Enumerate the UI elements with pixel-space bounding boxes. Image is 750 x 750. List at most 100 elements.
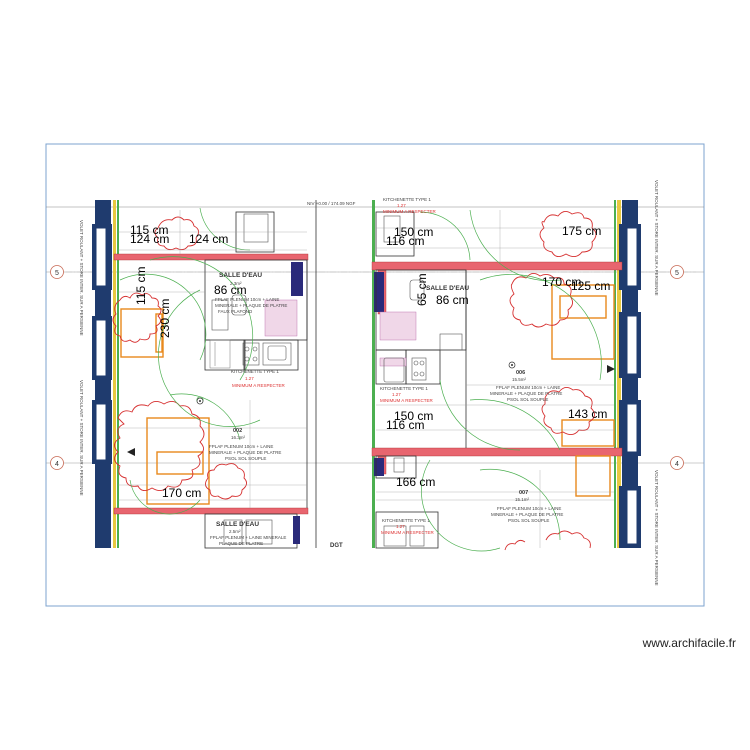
svg-text:FPLAF PLENUM 10cm + LAINE: FPLAF PLENUM 10cm + LAINE (215, 297, 279, 302)
right-shaft-2 (374, 458, 384, 476)
svg-text:1.27: 1.27 (396, 524, 405, 529)
svg-text:15.1m²: 15.1m² (515, 497, 530, 502)
left-studio-002: 002 16.3m² FPLAF PLENUM 10cm + LAINE MIN… (209, 428, 281, 461)
left-wall-bottom (113, 507, 309, 515)
right-grid (376, 210, 614, 548)
svg-text:15.5m²: 15.5m² (512, 377, 527, 382)
axis-marker-5-left: 5 (50, 265, 64, 279)
svg-text:PLAQUE DE PLATRE: PLAQUE DE PLATRE (219, 541, 263, 546)
axis-marker-5-right: 5 (670, 265, 684, 279)
dim-170-left: 170 cm (162, 486, 201, 500)
svg-text:MINIMUM A RESPECTER: MINIMUM A RESPECTER (232, 383, 286, 388)
right-green-strip-2 (614, 200, 616, 548)
svg-text:PSOL SOL SOUPLE: PSOL SOL SOUPLE (508, 518, 549, 523)
svg-text:MINERALE + PLAQUE DE PLATRE: MINERALE + PLAQUE DE PLATRE (490, 391, 562, 396)
dim-125: 125 cm (571, 279, 610, 293)
right-arrow (607, 365, 615, 373)
svg-text:16.3m²: 16.3m² (231, 435, 246, 440)
svg-text:1.27: 1.27 (392, 392, 401, 397)
right-partitions (375, 211, 467, 549)
room-title: SALLE D'EAU (219, 272, 262, 279)
level-label: NIV +0.00 / 174.09 NGF (307, 201, 356, 206)
left-shaft-2 (293, 516, 300, 544)
axis-marker-4-left: 4 (50, 456, 64, 470)
left-shaft (291, 262, 303, 296)
svg-text:1.27: 1.27 (397, 203, 406, 208)
left-partitions (204, 200, 317, 549)
left-arrow (127, 448, 135, 456)
svg-text:PSOL SOL SOUPLE: PSOL SOL SOUPLE (507, 397, 548, 402)
dgt-label: DGT (330, 543, 343, 549)
left-salle-eau-2: SALLE D'EAU 2.5m² FPLAF PLENUM + LAINE M… (210, 521, 286, 546)
dim-116-top: 116 cm (386, 234, 424, 248)
dim-143: 143 cm (568, 407, 607, 421)
facade-note-left-2: VOLET ROULANT + STORE INTER. SUR A PERSI… (79, 380, 84, 496)
axis-marker-4-right: 4 (670, 456, 684, 470)
facade-note-left-1: VOLET ROULANT + STORE INTER. SUR A PERSI… (79, 220, 84, 336)
svg-text:5: 5 (675, 270, 679, 277)
left-yellow-strip (113, 200, 116, 548)
facade-note-right-1: VOLET ROULANT + STORE INTER. SUR A PERSI… (654, 180, 659, 296)
left-green-arcs (119, 207, 261, 515)
right-furniture (551, 284, 615, 497)
left-furniture (120, 308, 210, 505)
left-grid (118, 210, 307, 508)
svg-text:MINIMUM A RESPECTER: MINIMUM A RESPECTER (383, 209, 437, 214)
svg-text:FPLAF PLENUM 10cm + LAINE: FPLAF PLENUM 10cm + LAINE (209, 444, 273, 449)
svg-text:FAUX PLAFOND: FAUX PLAFOND (218, 309, 253, 314)
dim-175: 175 cm (562, 224, 601, 238)
svg-text:PSOL SOL SOUPLE: PSOL SOL SOUPLE (225, 456, 266, 461)
svg-text:007: 007 (519, 490, 528, 496)
left-hatch (264, 299, 298, 337)
right-revision-clouds (504, 211, 597, 551)
dim-230-vert: 230 cm (158, 299, 172, 338)
svg-text:KITCHENETTE TYPE 1: KITCHENETTE TYPE 1 (383, 197, 431, 202)
right-wall-mid (371, 447, 623, 457)
svg-text:MINERALE + PLAQUE DE PLATRE: MINERALE + PLAQUE DE PLATRE (215, 303, 287, 308)
right-facade (619, 200, 641, 548)
svg-text:SALLE D'EAU: SALLE D'EAU (426, 285, 469, 292)
right-hatch (379, 311, 417, 341)
watermark: www.archifacile.fr (642, 636, 736, 650)
dim-86-right: 86 cm (436, 293, 469, 307)
svg-text:1.27: 1.27 (245, 376, 254, 381)
left-salle-eau-1: SALLE D'EAU 2.3m² FPLAF PLENUM 10cm + LA… (215, 272, 287, 314)
svg-text:006: 006 (516, 370, 525, 376)
svg-text:KITCHENETTE TYPE 1: KITCHENETTE TYPE 1 (382, 518, 430, 523)
svg-text:5: 5 (55, 270, 59, 277)
dim-124-a: 124 cm (130, 232, 169, 246)
svg-text:MINIMUM A RESPECTER: MINIMUM A RESPECTER (380, 398, 434, 403)
dim-150-top: 150 cm (394, 225, 433, 239)
room-area: 2.3m² (230, 281, 242, 286)
right-wall-top (371, 261, 623, 271)
left-facade (92, 200, 112, 548)
dim-86-left: 86 cm (214, 283, 247, 297)
svg-text:4: 4 (55, 461, 59, 468)
left-green-strip (117, 200, 119, 548)
right-green-arcs (419, 209, 602, 552)
left-upper-tiny-plan-marks (209, 339, 231, 369)
dim-124-b: 124 cm (189, 232, 228, 246)
svg-text:FPLAF PLENUM 10cm + LAINE: FPLAF PLENUM 10cm + LAINE (497, 506, 561, 511)
svg-text:002: 002 (233, 428, 242, 434)
dim-170-right: 170 cm (542, 275, 581, 289)
svg-text:FPLAF PLENUM 10cm + LAINE: FPLAF PLENUM 10cm + LAINE (496, 385, 560, 390)
right-kitchen-top: KITCHENETTE TYPE 1 1.27 MINIMUM A RESPEC… (383, 197, 437, 214)
svg-text:SALLE D'EAU: SALLE D'EAU (216, 521, 259, 528)
right-green-strip-1 (372, 200, 375, 548)
svg-text:4: 4 (675, 461, 679, 468)
dim-150-mid: 150 cm (394, 409, 433, 423)
svg-text:MINERALE + PLAQUE DE PLATRE: MINERALE + PLAQUE DE PLATRE (209, 450, 281, 455)
left-wall-top (113, 253, 309, 261)
right-studio-007: 007 15.1m² FPLAF PLENUM 10cm + LAINE MIN… (491, 490, 563, 523)
dim-115-top: 115 cm (130, 223, 168, 237)
svg-text:KITCHENETTE TYPE 1: KITCHENETTE TYPE 1 (231, 369, 279, 374)
right-fixtures (383, 215, 463, 547)
right-kitchen-bottom: KITCHENETTE TYPE 1 1.27 MINIMUM A RESPEC… (381, 518, 435, 535)
left-fixtures (211, 213, 292, 545)
svg-text:2.5m²: 2.5m² (229, 529, 241, 534)
dim-65-vert: 65 cm (415, 273, 429, 306)
svg-text:MINIMUM A RESPECTER: MINIMUM A RESPECTER (381, 530, 435, 535)
left-kitchen-1: KITCHENETTE TYPE 1 1.27 MINIMUM A RESPEC… (231, 369, 286, 388)
